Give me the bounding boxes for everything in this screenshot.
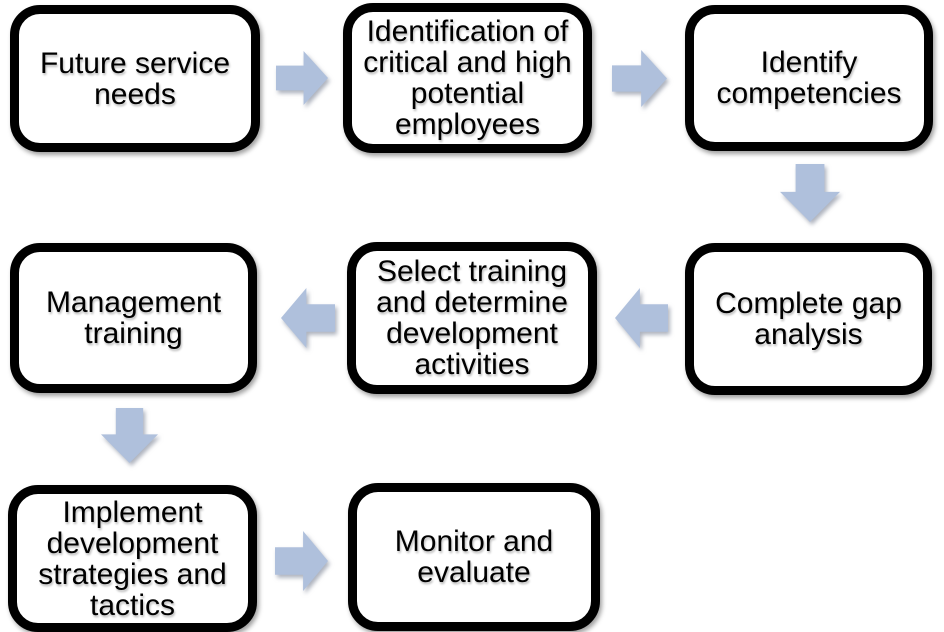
arrow-select-training-to-management-left-icon xyxy=(281,288,335,348)
node-label-future-service-needs: Future service needs xyxy=(39,46,231,111)
node-select-training-determine-development-activities: Select training and determine developmen… xyxy=(347,242,597,394)
arrow-implement-to-monitor-right-icon xyxy=(275,531,328,591)
node-management-training: Management training xyxy=(10,243,257,393)
node-identify-competencies: Identify competencies xyxy=(685,5,933,151)
node-complete-gap-analysis: Complete gap analysis xyxy=(685,243,932,395)
node-label-management-training: Management training xyxy=(45,286,222,350)
node-implement-development-strategies-tactics: Implement development strategies and tac… xyxy=(8,485,257,632)
arrow-future-to-identification-right-icon xyxy=(276,51,328,105)
arrow-management-to-implement-down-icon xyxy=(101,408,158,463)
arrow-competencies-to-gap-analysis-down-icon xyxy=(780,164,840,222)
node-label-implement-development: Implement development strategies and tac… xyxy=(38,495,227,622)
arrow-gap-analysis-to-select-training-left-icon xyxy=(615,288,668,348)
node-label-complete-gap-analysis: Complete gap analysis xyxy=(715,287,902,351)
node-label-monitor-and-evaluate: Monitor and evaluate xyxy=(394,525,554,589)
node-future-service-needs: Future service needs xyxy=(10,5,260,152)
arrow-identification-to-competencies-right-icon xyxy=(612,50,667,107)
node-label-identification: Identification of critical and high pote… xyxy=(363,15,572,141)
node-label-select-training: Select training and determine developmen… xyxy=(376,255,568,381)
node-monitor-and-evaluate: Monitor and evaluate xyxy=(348,483,600,631)
node-identification-critical-high-potential-employees: Identification of critical and high pote… xyxy=(343,3,592,153)
node-label-identify-competencies: Identify competencies xyxy=(716,46,902,110)
